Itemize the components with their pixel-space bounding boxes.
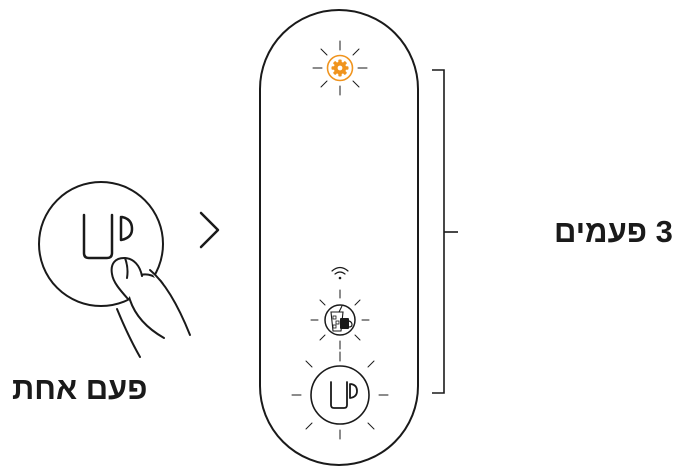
press-once-label: פעם אחת [12, 373, 147, 404]
gear-icon [332, 60, 349, 77]
finger-press-illustration [39, 182, 190, 357]
bracket [432, 70, 444, 393]
press-three-times-label: 3 פעמים [554, 216, 673, 247]
chevron-right-icon [201, 213, 218, 247]
brew-light-ring [311, 366, 369, 424]
settings-light [313, 41, 367, 95]
